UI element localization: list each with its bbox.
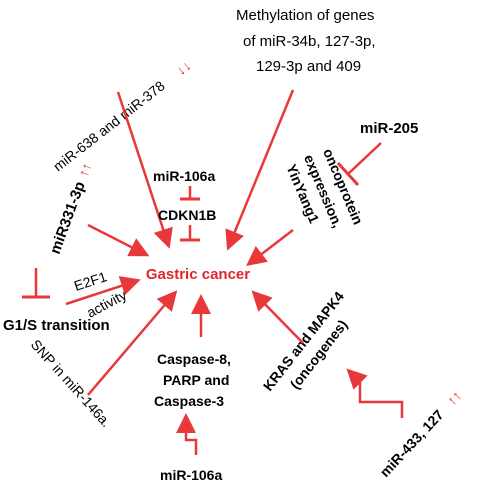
arrow-e2f1 — [65, 276, 141, 306]
arrow-snp — [87, 290, 178, 396]
label-cdkn1b: CDKN1B — [158, 207, 216, 223]
label-snp: SNP in miR-146a. — [28, 336, 115, 430]
label-methyl-2: of miR-34b, 127-3p, — [243, 33, 376, 50]
label-e2f1-a: E2F1 — [72, 268, 109, 294]
arrow-mir638 — [116, 91, 173, 249]
label-casp-2: PARP and — [163, 372, 229, 388]
label-mir106a-bottom: miR-106a — [160, 467, 222, 483]
label-methyl-3: 129-3p and 409 — [256, 58, 361, 75]
label-casp-1: Caspase-8, — [157, 351, 231, 367]
label-mir638-arrows: ↓↓ — [173, 57, 194, 78]
label-mir331-arrows: ↑↑ — [75, 160, 95, 179]
label-mir331: miR331-3p — [47, 179, 89, 256]
arrow-mir433 — [346, 368, 404, 418]
label-mir433: miR-433, 127 — [376, 406, 446, 480]
arrow-mir106a-bottom — [176, 413, 198, 455]
arrow-mir331 — [87, 223, 150, 257]
label-mir638: miR-638 and miR-378 — [50, 77, 168, 174]
label-g1s: G1/S transition — [3, 317, 110, 334]
label-methyl-1: Methylation of genes — [236, 7, 374, 24]
inhibit-mir205 — [347, 142, 382, 175]
label-casp-3: Caspase-3 — [154, 393, 224, 409]
inhibit-mir205-bar — [336, 161, 360, 187]
arrow-yinyang — [246, 229, 294, 267]
label-mir205: miR-205 — [360, 120, 418, 137]
label-mir433-arrows: ↑↑ — [443, 387, 464, 408]
arrow-kras — [251, 290, 304, 344]
center-label: Gastric cancer — [146, 266, 250, 283]
label-mir106a-top: miR-106a — [153, 168, 215, 184]
arrow-methyl — [225, 89, 295, 251]
